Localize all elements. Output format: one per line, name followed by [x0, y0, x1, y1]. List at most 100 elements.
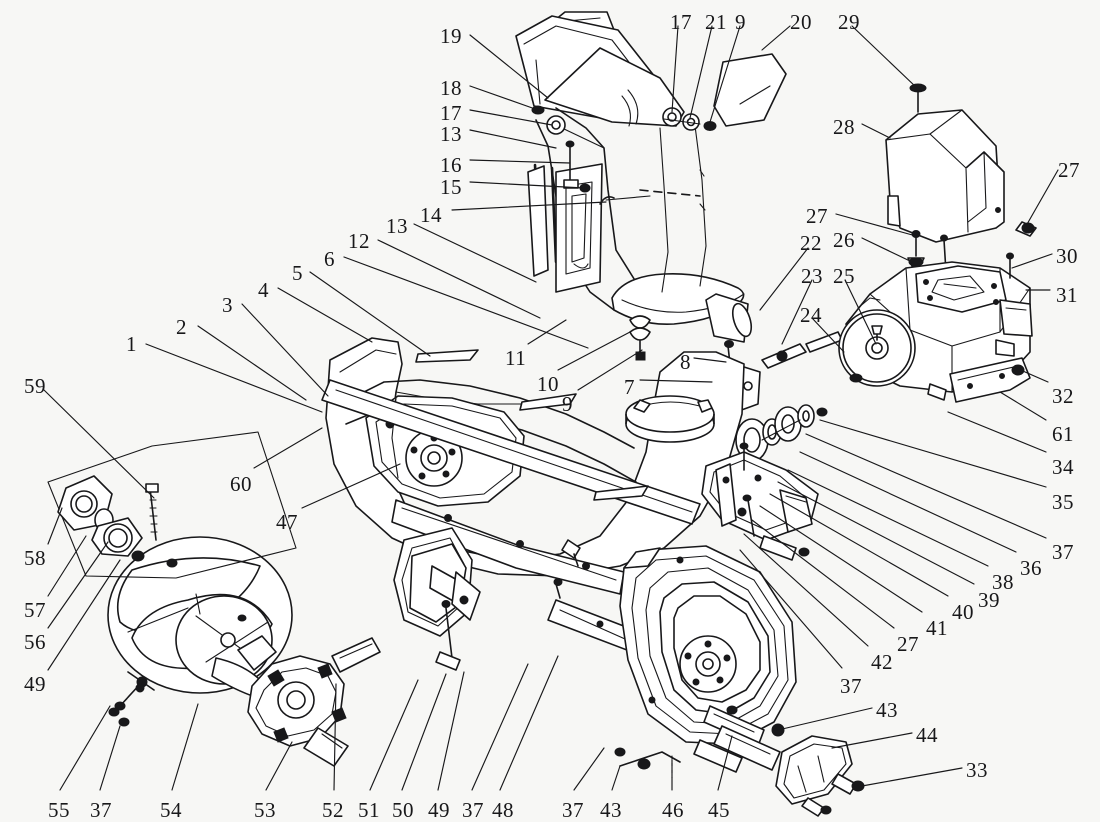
leader-line-38	[787, 469, 989, 567]
callout-number-16: 16	[440, 153, 462, 177]
callout-number-17: 17	[670, 10, 692, 34]
callout-number-55: 55	[48, 798, 70, 822]
callout-number-44: 44	[916, 723, 938, 747]
leader-line-27	[751, 519, 895, 629]
callout-number-17: 17	[440, 101, 462, 125]
auger-gearbox-53	[237, 635, 381, 767]
leader-line-3	[241, 303, 329, 397]
leader-line-21	[689, 25, 713, 119]
leader-line-2	[197, 325, 307, 401]
leader-line-49	[47, 559, 121, 671]
chute-crank-linkage	[527, 105, 717, 293]
callout-number-54: 54	[160, 798, 182, 822]
callout-number-58: 58	[24, 546, 46, 570]
callout-number-26: 26	[833, 228, 855, 252]
leader-line-8	[693, 357, 727, 363]
callout-number-43: 43	[600, 798, 622, 822]
callout-number-40: 40	[952, 600, 974, 624]
leader-line-41	[759, 505, 923, 613]
callout-number-13: 13	[386, 214, 408, 238]
leader-line-12	[377, 239, 541, 319]
leader-line-24	[811, 317, 845, 353]
leader-line-52	[333, 683, 337, 791]
callout-number-51: 51	[358, 798, 380, 822]
callout-number-27: 27	[806, 204, 828, 228]
left-skid-shoe	[393, 527, 481, 671]
callout-number-49: 49	[428, 798, 450, 822]
callout-number-4: 4	[258, 278, 269, 302]
leader-line-35	[819, 419, 1047, 488]
gearbox-support-bracket	[701, 442, 819, 561]
callout-number-46: 46	[662, 798, 684, 822]
leader-line-4	[277, 287, 373, 343]
callout-number-25: 25	[833, 264, 855, 288]
callout-number-8: 8	[680, 350, 691, 374]
callout-number-60: 60	[230, 472, 252, 496]
callout-number-52: 52	[322, 798, 344, 822]
impeller-intake-ring	[625, 395, 715, 443]
callout-number-47: 47	[276, 510, 298, 534]
leader-line-42	[743, 533, 869, 647]
leader-line-18	[469, 85, 539, 111]
callout-number-43: 43	[876, 698, 898, 722]
callout-number-22: 22	[800, 231, 822, 255]
leader-line-26	[861, 237, 913, 263]
callout-number-59: 59	[24, 374, 46, 398]
leader-line-37	[573, 747, 605, 791]
callout-number-37: 37	[462, 798, 484, 822]
leader-line-7	[639, 379, 713, 383]
leader-line-40	[769, 493, 949, 597]
callout-number-29: 29	[838, 10, 860, 34]
right-housing-side-panel	[614, 545, 797, 779]
leader-line-56	[47, 541, 109, 629]
leader-line-43	[611, 765, 621, 791]
leader-line-27	[835, 213, 917, 237]
leader-line-48	[499, 655, 559, 791]
chute-deflector-20	[713, 53, 787, 127]
callout-number-12: 12	[348, 229, 370, 253]
leader-line-17	[469, 109, 553, 126]
callout-number-48: 48	[492, 798, 514, 822]
leader-line-43	[777, 707, 873, 731]
leader-line-58	[47, 507, 63, 545]
callout-number-18: 18	[440, 76, 462, 100]
leader-line-19	[469, 34, 549, 99]
callout-number-35: 35	[1052, 490, 1074, 514]
callout-number-53: 53	[254, 798, 276, 822]
leader-line-54	[171, 703, 199, 791]
leader-line-36	[799, 451, 1017, 553]
leader-line-13	[469, 129, 557, 149]
leader-line-28	[861, 123, 891, 139]
callout-number-37: 37	[90, 798, 112, 822]
callout-number-9: 9	[562, 392, 573, 416]
leader-line-6	[343, 256, 589, 349]
leader-line-51	[369, 679, 419, 791]
callout-number-10: 10	[537, 372, 559, 396]
leader-line-9	[577, 349, 643, 391]
callout-number-41: 41	[926, 616, 948, 640]
leader-line-39	[777, 481, 975, 585]
leader-line-50	[401, 673, 447, 791]
callout-number-27: 27	[897, 632, 919, 656]
callout-number-21: 21	[705, 10, 727, 34]
callout-number-38: 38	[992, 570, 1014, 594]
leader-line-5	[309, 271, 431, 357]
callout-number-27: 27	[1058, 158, 1080, 182]
leader-line-23	[781, 279, 813, 345]
auger-housing-main	[321, 337, 745, 687]
leader-line-30	[1011, 253, 1053, 269]
leader-line-45	[717, 735, 733, 791]
callout-number-39: 39	[978, 588, 1000, 612]
callout-number-28: 28	[833, 115, 855, 139]
leader-line-15	[469, 181, 585, 189]
callout-number-37: 37	[840, 674, 862, 698]
leader-line-60	[253, 427, 323, 469]
leader-line-57	[47, 535, 87, 597]
leader-line-1	[145, 343, 323, 413]
callout-number-7: 7	[624, 375, 635, 399]
leader-line-37	[471, 663, 529, 791]
callout-number-61: 61	[1052, 422, 1074, 446]
leader-line-33	[861, 767, 963, 787]
callout-number-6: 6	[324, 247, 335, 271]
